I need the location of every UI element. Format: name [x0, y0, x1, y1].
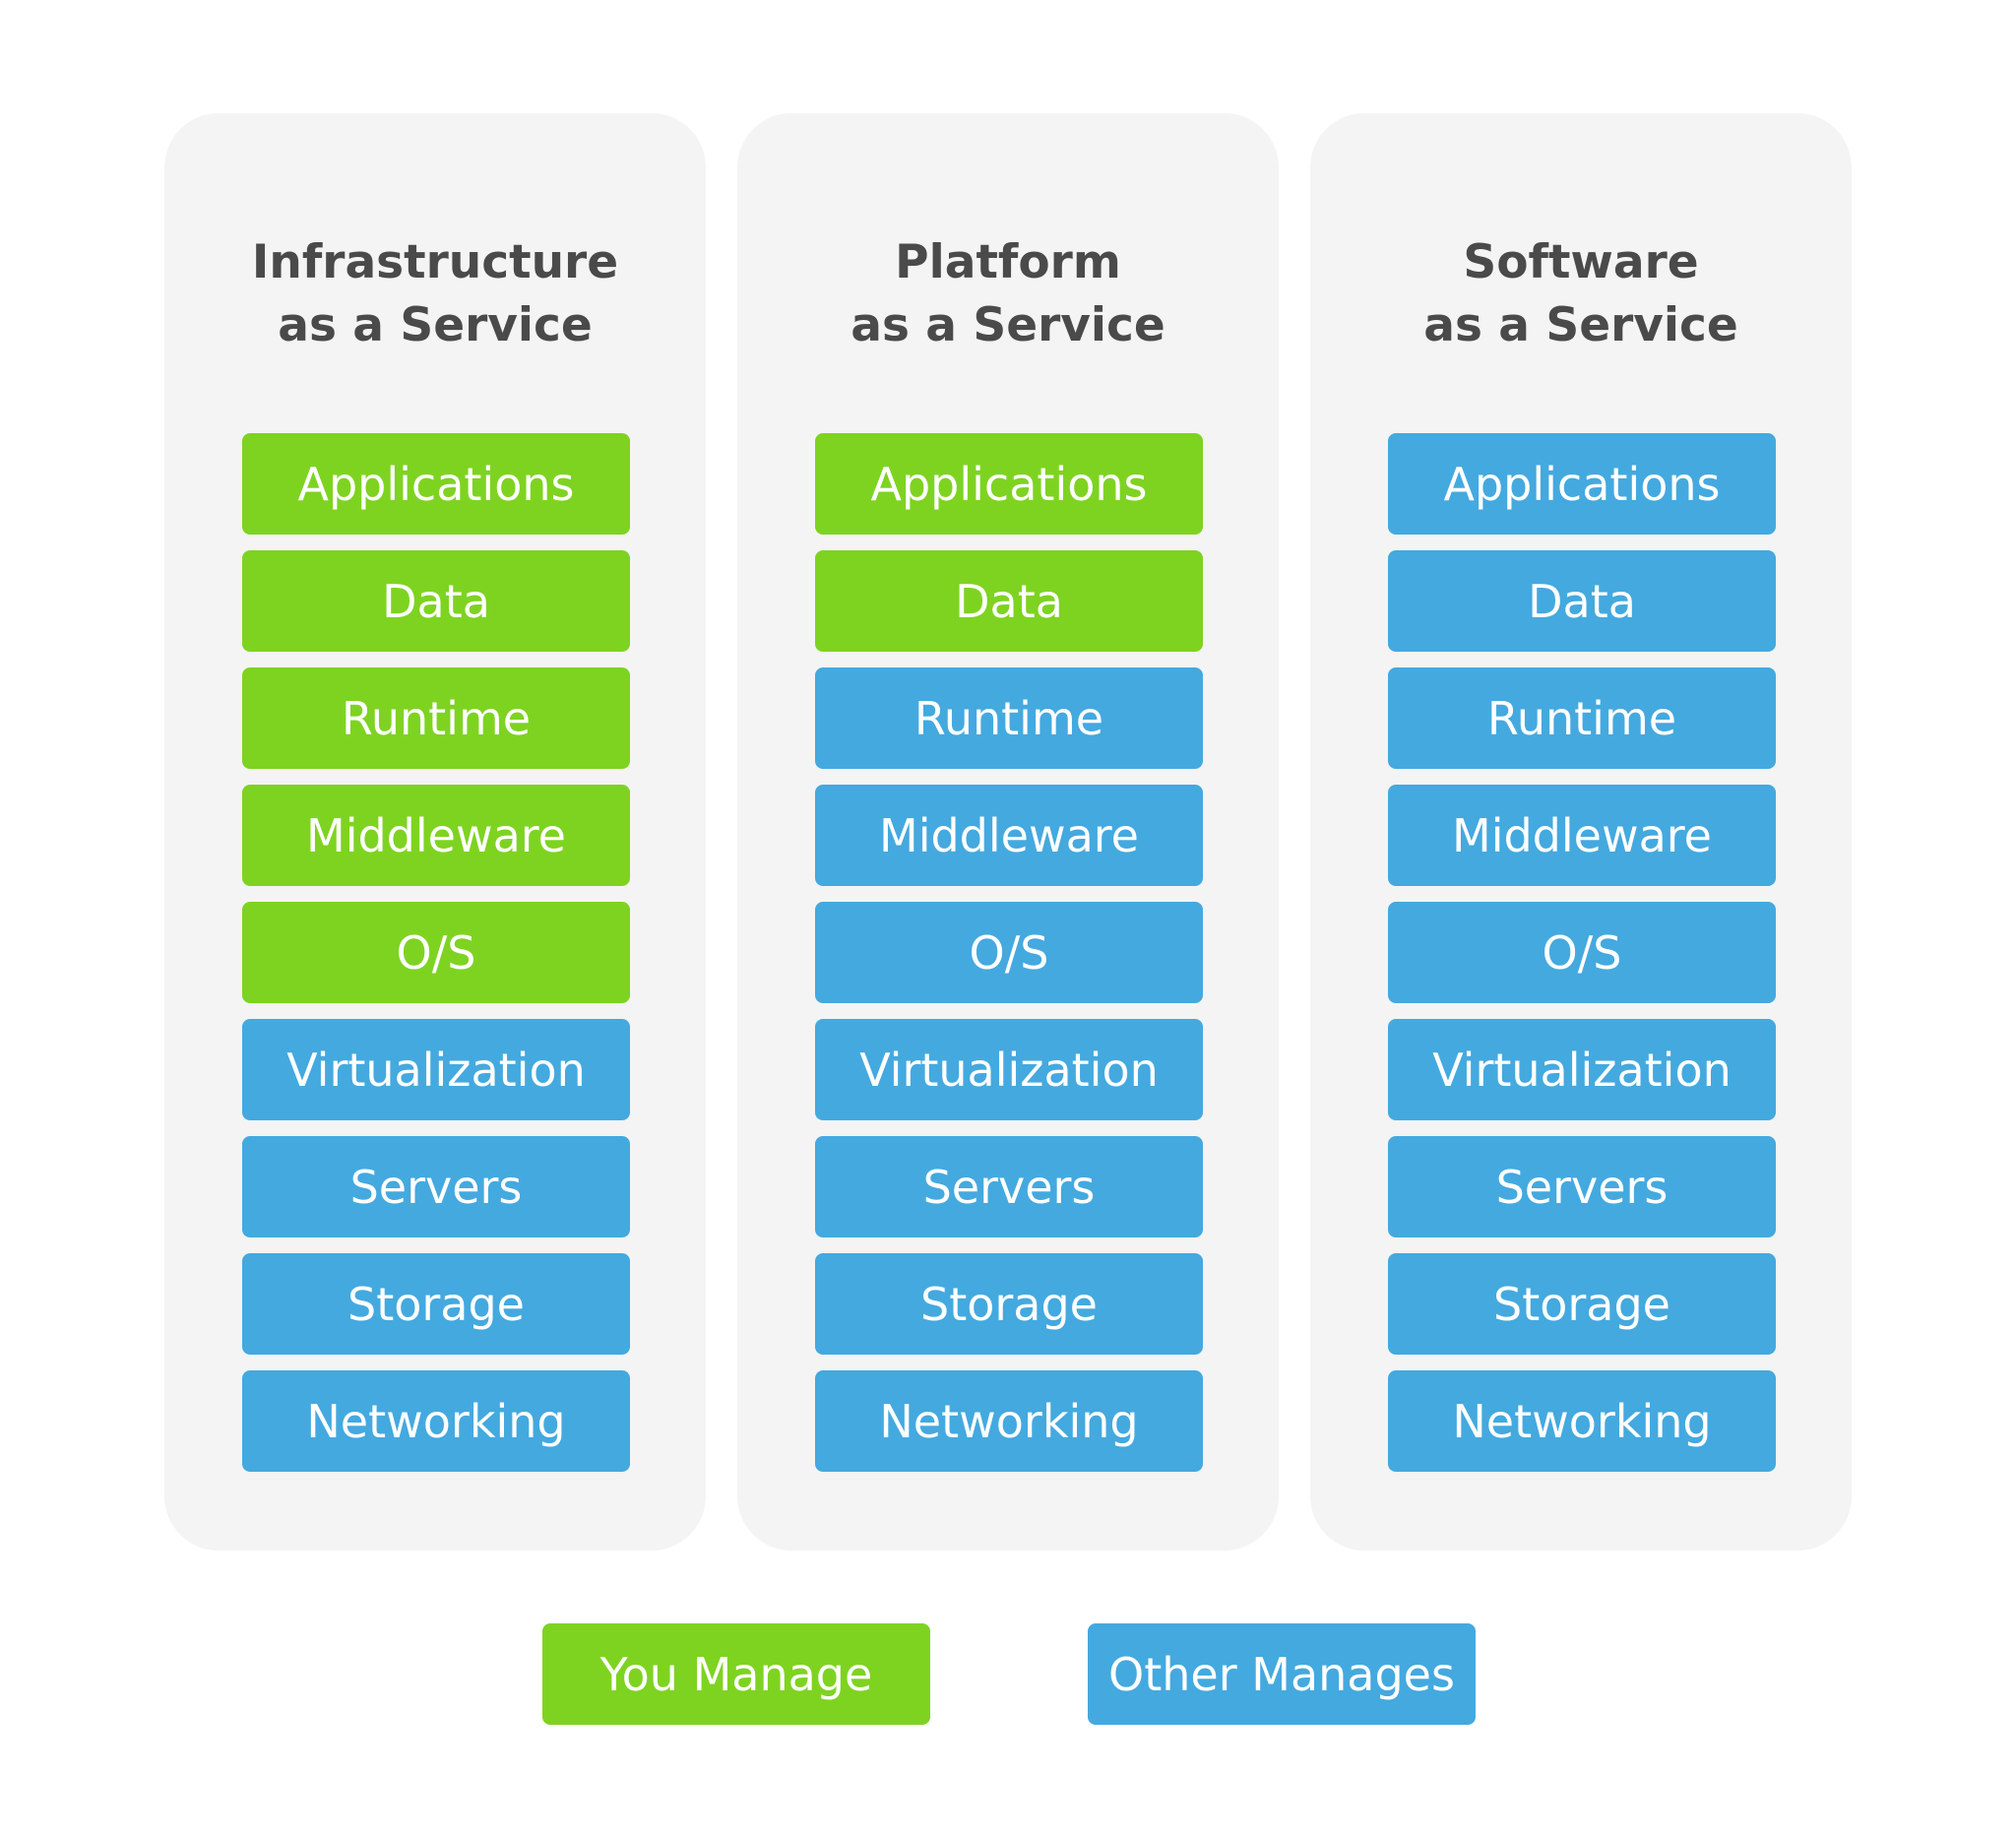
layer-virtualization: Virtualization — [815, 1019, 1203, 1120]
layer-os: O/S — [242, 902, 630, 1003]
layer-middleware: Middleware — [1388, 785, 1776, 886]
saas-column: Software as a Service Applications Data … — [1310, 113, 1852, 1551]
layer-servers: Servers — [815, 1136, 1203, 1237]
column-title-line1: Platform — [895, 235, 1121, 289]
paas-column: Platform as a Service Applications Data … — [737, 113, 1279, 1551]
column-title-line1: Infrastructure — [251, 235, 619, 289]
legend: You Manage Other Manages — [0, 1623, 2016, 1725]
layer-storage: Storage — [242, 1253, 630, 1355]
layer-runtime: Runtime — [1388, 667, 1776, 769]
layer-data: Data — [815, 550, 1203, 652]
column-title-line2: as a Service — [850, 298, 1166, 352]
iaas-column: Infrastructure as a Service Applications… — [164, 113, 706, 1551]
iaas-layer-stack: Applications Data Runtime Middleware O/S… — [242, 433, 630, 1488]
layer-virtualization: Virtualization — [1388, 1019, 1776, 1120]
layer-applications: Applications — [1388, 433, 1776, 535]
column-title-line2: as a Service — [278, 298, 593, 352]
layer-middleware: Middleware — [242, 785, 630, 886]
layer-os: O/S — [815, 902, 1203, 1003]
layer-networking: Networking — [1388, 1370, 1776, 1472]
column-title-line1: Software — [1463, 235, 1699, 289]
layer-data: Data — [242, 550, 630, 652]
saas-layer-stack: Applications Data Runtime Middleware O/S… — [1388, 433, 1776, 1488]
layer-os: O/S — [1388, 902, 1776, 1003]
layer-middleware: Middleware — [815, 785, 1203, 886]
layer-networking: Networking — [242, 1370, 630, 1472]
layer-data: Data — [1388, 550, 1776, 652]
layer-applications: Applications — [242, 433, 630, 535]
layer-runtime: Runtime — [815, 667, 1203, 769]
iaas-title: Infrastructure as a Service — [164, 231, 706, 357]
layer-virtualization: Virtualization — [242, 1019, 630, 1120]
column-title-line2: as a Service — [1423, 298, 1738, 352]
paas-layer-stack: Applications Data Runtime Middleware O/S… — [815, 433, 1203, 1488]
layer-networking: Networking — [815, 1370, 1203, 1472]
layer-applications: Applications — [815, 433, 1203, 535]
layer-servers: Servers — [242, 1136, 630, 1237]
layer-storage: Storage — [815, 1253, 1203, 1355]
legend-you-manage: You Manage — [542, 1623, 930, 1725]
legend-other-manages: Other Manages — [1088, 1623, 1476, 1725]
layer-servers: Servers — [1388, 1136, 1776, 1237]
paas-title: Platform as a Service — [737, 231, 1279, 357]
saas-title: Software as a Service — [1310, 231, 1852, 357]
layer-storage: Storage — [1388, 1253, 1776, 1355]
layer-runtime: Runtime — [242, 667, 630, 769]
